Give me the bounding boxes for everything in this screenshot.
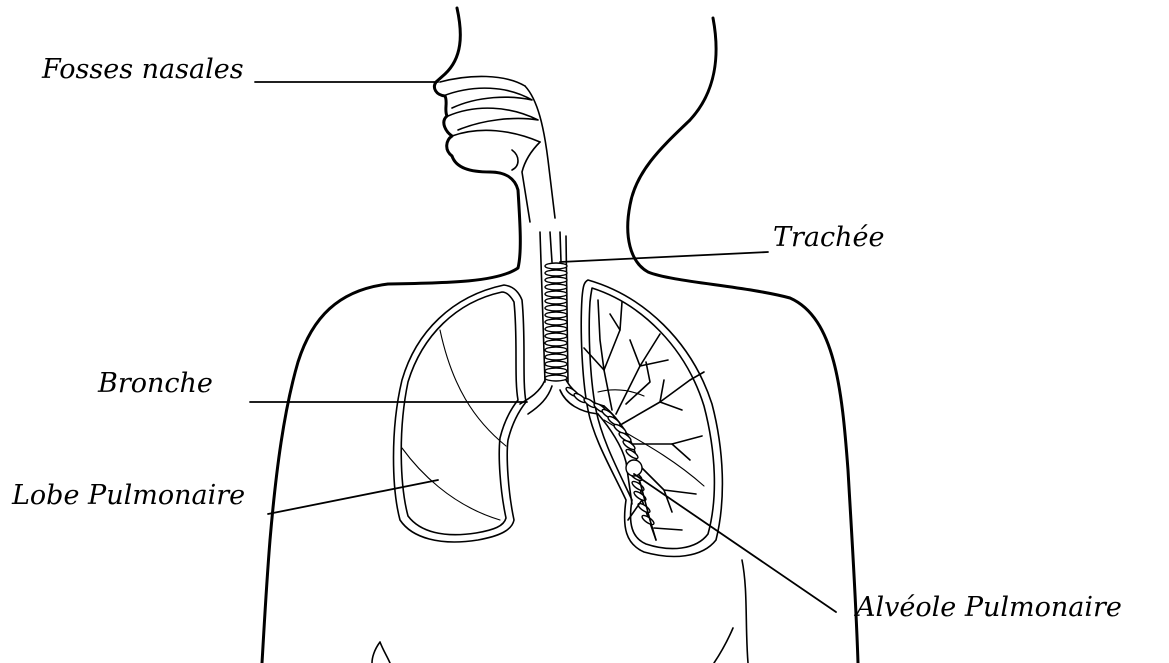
leader-lobe-pulmonaire (268, 480, 438, 514)
trachea-ring (545, 361, 567, 367)
nasal-cavity (440, 76, 555, 222)
trachea-ring (545, 326, 567, 332)
trachea-ring (545, 263, 567, 269)
trachea-ring (545, 270, 567, 276)
trachea-ring (545, 298, 567, 304)
bronchus-ring (631, 480, 645, 492)
right-inner-arm (714, 560, 748, 663)
head-profile-left (262, 8, 520, 663)
trachea-ring (545, 305, 567, 311)
label-fosses-nasales: Fosses nasales (41, 54, 244, 85)
label-lobe-pulmonaire: Lobe Pulmonaire (11, 480, 245, 511)
left-lung (394, 285, 527, 542)
trachea-ring (545, 277, 567, 283)
trachea-ring (545, 312, 567, 318)
label-bronche: Bronche (97, 368, 213, 399)
trachea-ring (545, 284, 567, 290)
leader-alveole-pulmonaire (634, 474, 836, 612)
trachea-ring (545, 319, 567, 325)
label-trachee: Trachée (773, 222, 884, 253)
left-inner-arm (372, 642, 390, 663)
trachea-ring (545, 291, 567, 297)
trachea-ring (545, 333, 567, 339)
upper-fissure (440, 330, 506, 446)
trachea-ring (545, 368, 567, 374)
trachea-ring (545, 375, 567, 381)
trachea-ring (545, 340, 567, 346)
trachea-ring (545, 354, 567, 360)
right-lung (565, 280, 723, 556)
trachea (520, 232, 604, 414)
trachea-ring (545, 347, 567, 353)
leader-trachee (560, 252, 768, 262)
label-alveole-pulmonaire: Alvéole Pulmonaire (853, 592, 1122, 623)
